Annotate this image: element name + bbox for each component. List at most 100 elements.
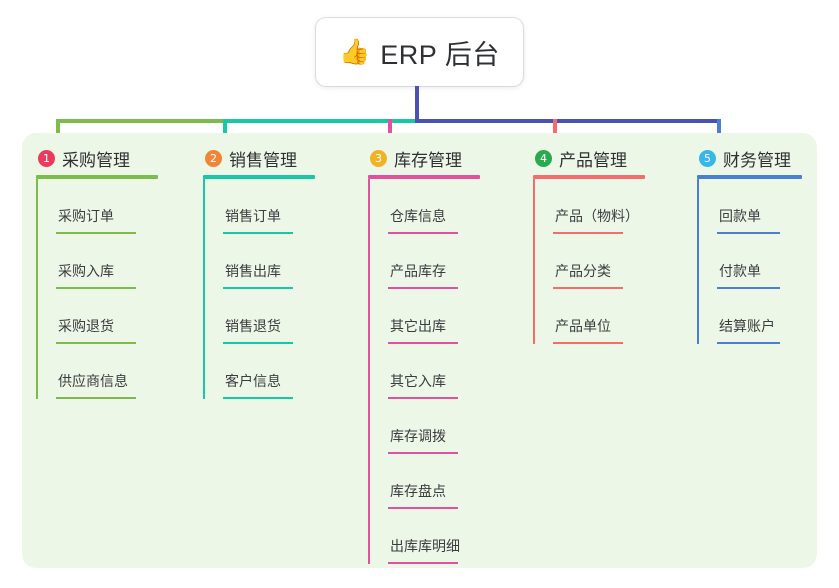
branch-header-4[interactable]: 4 产品管理 — [533, 145, 645, 171]
branch-item-label: 客户信息 — [225, 373, 281, 389]
branch-item[interactable]: 产品（物料） — [533, 179, 639, 234]
branch-item[interactable]: 采购入库 — [36, 234, 136, 289]
branch-column-2: 2 销售管理销售订单销售出库销售退货客户信息 — [203, 145, 315, 399]
branch-item[interactable]: 采购退货 — [36, 289, 136, 344]
branch-item-label: 采购退货 — [58, 318, 114, 334]
branch-item-rule — [223, 342, 293, 344]
branch-spine — [203, 179, 205, 399]
branch-spine — [368, 179, 370, 564]
branch-item[interactable]: 回款单 — [697, 179, 780, 234]
branch-spine — [533, 179, 535, 344]
branch-item-label: 产品库存 — [390, 263, 446, 279]
branch-item-rule — [553, 342, 623, 344]
branch-header-rule — [533, 175, 645, 179]
thumbs-up-icon: 👍 — [339, 37, 371, 66]
branch-number-badge: 4 — [535, 149, 552, 167]
branch-item-label: 其它入库 — [390, 373, 446, 389]
branch-item[interactable]: 仓库信息 — [368, 179, 458, 234]
branch-header-rule — [368, 175, 480, 179]
branch-item[interactable]: 销售退货 — [203, 289, 293, 344]
branch-header-rule — [36, 175, 158, 179]
branch-item[interactable]: 产品分类 — [533, 234, 623, 289]
branch-item-rule — [388, 232, 458, 234]
branch-column-3: 3 库存管理仓库信息产品库存其它出库其它入库库存调拨库存盘点出库库明细 — [368, 145, 480, 564]
branch-item[interactable]: 产品单位 — [533, 289, 623, 344]
branch-item-label: 产品分类 — [555, 263, 611, 279]
branch-item-rule — [717, 287, 780, 289]
branch-item-rule — [388, 397, 458, 399]
branch-item-rule — [553, 232, 623, 234]
branch-item[interactable]: 出库库明细 — [368, 509, 460, 564]
connector-drop-1 — [56, 119, 60, 145]
branch-items-2: 销售订单销售出库销售退货客户信息 — [203, 179, 293, 399]
branch-item-label: 结算账户 — [719, 318, 775, 334]
branch-item[interactable]: 结算账户 — [697, 289, 780, 344]
branch-item[interactable]: 付款单 — [697, 234, 780, 289]
branch-title: 财务管理 — [723, 150, 791, 170]
connector-drop-2 — [223, 119, 227, 145]
branch-item-label: 库存调拨 — [390, 428, 446, 444]
branch-item-label: 产品（物料） — [555, 208, 639, 224]
branch-item[interactable]: 采购订单 — [36, 179, 136, 234]
branch-item-rule — [717, 342, 780, 344]
branch-item-rule — [388, 342, 458, 344]
branch-item[interactable]: 其它入库 — [368, 344, 458, 399]
branch-item-rule — [56, 232, 136, 234]
branch-item-rule — [56, 287, 136, 289]
branch-header-3[interactable]: 3 库存管理 — [368, 145, 480, 171]
branch-items-4: 产品（物料） 产品分类产品单位 — [533, 179, 639, 344]
branch-item[interactable]: 其它出库 — [368, 289, 458, 344]
branch-item-rule — [388, 287, 458, 289]
branch-spine — [697, 179, 699, 344]
branch-item-label: 付款单 — [719, 263, 761, 279]
branch-item[interactable]: 库存调拨 — [368, 399, 458, 454]
branch-number-badge: 1 — [38, 149, 55, 167]
branch-title: 产品管理 — [559, 150, 627, 170]
connector-segment — [415, 119, 557, 123]
connector-drop-3 — [388, 119, 392, 145]
root-node-title: ERP 后台 — [380, 39, 500, 70]
branch-item[interactable]: 销售订单 — [203, 179, 293, 234]
branch-item-label: 其它出库 — [390, 318, 446, 334]
branch-item[interactable]: 产品库存 — [368, 234, 458, 289]
branch-header-rule — [697, 175, 802, 179]
branch-item-label: 库存盘点 — [390, 483, 446, 499]
branch-item-label: 采购订单 — [58, 208, 114, 224]
branch-item-rule — [56, 342, 136, 344]
branch-number-badge: 2 — [205, 149, 222, 167]
branch-item[interactable]: 库存盘点 — [368, 454, 458, 509]
branch-item-label: 采购入库 — [58, 263, 114, 279]
branch-item-label: 回款单 — [719, 208, 761, 224]
branch-items-3: 仓库信息产品库存其它出库其它入库库存调拨库存盘点出库库明细 — [368, 179, 460, 564]
branch-item-label: 供应商信息 — [58, 373, 128, 389]
branch-title: 销售管理 — [229, 150, 297, 170]
branch-item-rule — [388, 452, 458, 454]
branch-item-rule — [223, 287, 293, 289]
branch-item[interactable]: 供应商信息 — [36, 344, 136, 399]
branch-item[interactable]: 客户信息 — [203, 344, 293, 399]
connector-root-stem — [415, 86, 419, 123]
branch-number-badge: 3 — [370, 149, 387, 167]
branch-header-rule — [203, 175, 315, 179]
branch-item[interactable]: 销售出库 — [203, 234, 293, 289]
branch-item-label: 销售订单 — [225, 208, 281, 224]
branch-header-2[interactable]: 2 销售管理 — [203, 145, 315, 171]
branch-item-label: 销售退货 — [225, 318, 281, 334]
branch-title: 库存管理 — [394, 150, 462, 170]
branch-item-rule — [717, 232, 780, 234]
connector-segment — [56, 119, 227, 123]
branch-item-rule — [388, 562, 458, 564]
connector-segment — [223, 119, 419, 123]
branch-items-1: 采购订单采购入库采购退货供应商信息 — [36, 179, 136, 399]
branch-item-label: 出库库明细 — [390, 538, 460, 554]
branch-item-rule — [56, 397, 136, 399]
branch-item-rule — [553, 287, 623, 289]
root-node-erp-backend[interactable]: 👍 ERP 后台 — [316, 18, 523, 86]
branch-item-rule — [388, 507, 458, 509]
